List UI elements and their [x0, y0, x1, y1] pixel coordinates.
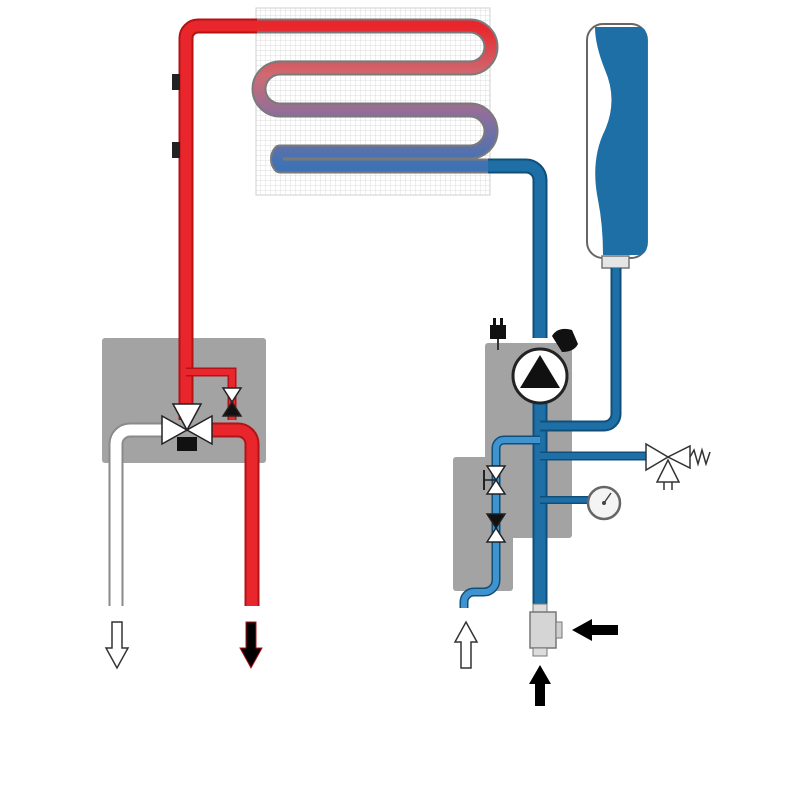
temperature-sensor-icon [172, 142, 180, 158]
filling-loop-pipe [459, 435, 540, 608]
cold-water-inlet-arrow [453, 620, 479, 669]
expansion-vessel-icon [586, 23, 648, 269]
hot-supply-pipe [172, 18, 257, 420]
heat-exchanger-coil-icon [250, 20, 497, 172]
tee-fitting-icon [529, 603, 563, 657]
three-way-valve-icon [161, 403, 213, 451]
filling-valve-icon [483, 465, 507, 495]
dhw-outlet-pipe [108, 422, 168, 606]
pump-icon [511, 347, 569, 405]
bypass-check-valve-icon [221, 387, 243, 417]
check-valve-icon [485, 513, 507, 543]
safety-valve-icon [645, 442, 711, 490]
temperature-sensor-icon [172, 74, 180, 90]
dhw-outlet-arrow [104, 621, 130, 670]
air-vent-icon [490, 318, 506, 350]
heat-exchanger [250, 7, 499, 196]
side-return-arrow [572, 619, 618, 641]
heating-outlet-arrow [239, 621, 263, 670]
heating-outlet-pipe [206, 422, 260, 606]
air-vent-icon [552, 328, 578, 352]
pressure-gauge-icon [586, 485, 622, 521]
expansion-vessel-pipe [540, 268, 622, 432]
heating-return-arrow [529, 665, 551, 706]
